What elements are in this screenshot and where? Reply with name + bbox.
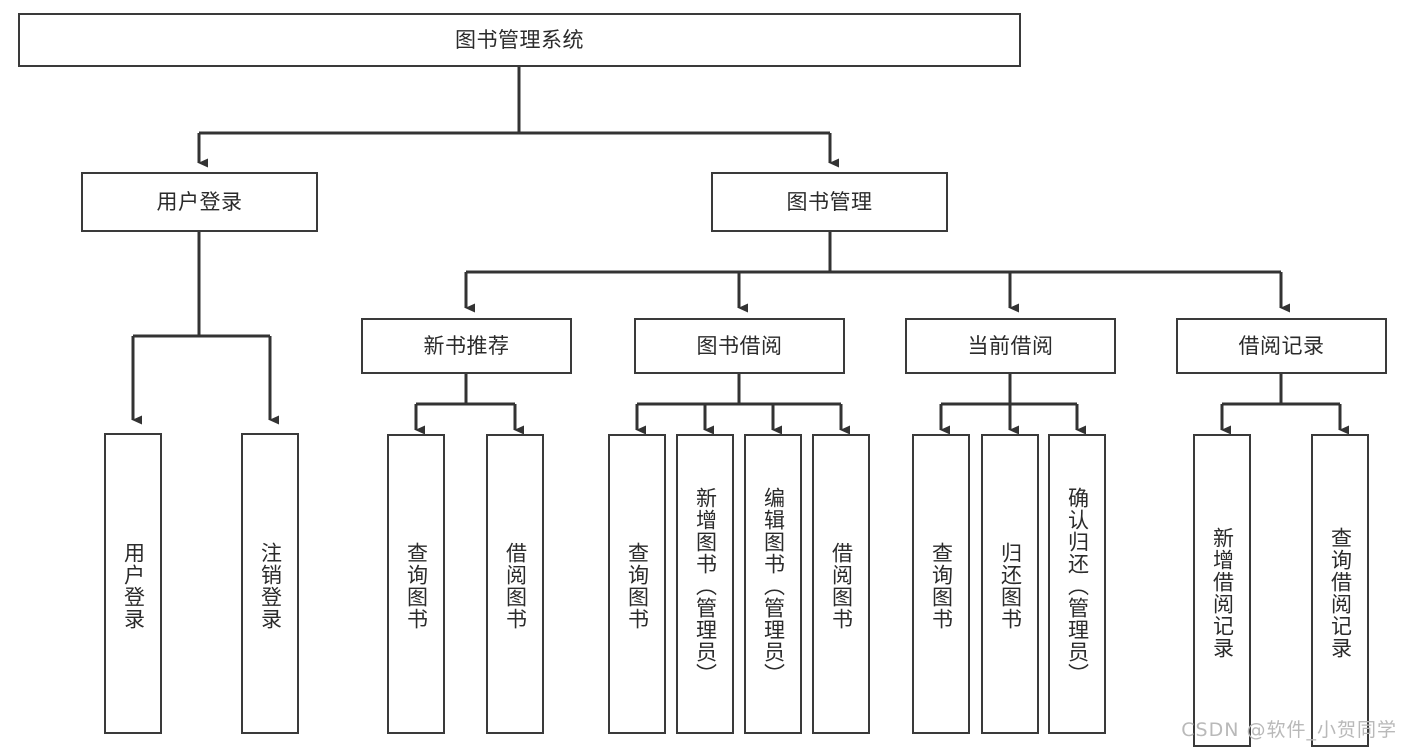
node-current-borrow-label: 当前借阅 <box>967 333 1054 358</box>
node-book-manage-label: 图书管理 <box>786 189 873 214</box>
node-leaf-edit-book[interactable]: 编辑图书（管理员） <box>744 434 802 734</box>
node-leaf-query-book-3-label: 查询图书 <box>929 542 954 630</box>
node-leaf-borrow-book-2[interactable]: 借阅图书 <box>812 434 870 734</box>
csdn-watermark: CSDN @软件_小贺同学 <box>1181 719 1397 741</box>
node-leaf-confirm-return-label: 确认归还（管理员） <box>1065 487 1090 685</box>
node-leaf-return-book[interactable]: 归还图书 <box>981 434 1039 734</box>
node-leaf-user-login[interactable]: 用户登录 <box>104 433 162 734</box>
node-new-book-recommend[interactable]: 新书推荐 <box>361 318 572 374</box>
node-leaf-borrow-book-2-label: 借阅图书 <box>829 542 854 630</box>
node-leaf-query-book-2-label: 查询图书 <box>625 542 650 630</box>
node-book-manage[interactable]: 图书管理 <box>711 172 948 232</box>
node-leaf-logout-login-label: 注销登录 <box>258 541 283 630</box>
node-root[interactable]: 图书管理系统 <box>18 13 1021 67</box>
node-borrow-record-label: 借阅记录 <box>1238 333 1325 358</box>
node-leaf-query-book-1-label: 查询图书 <box>404 542 429 630</box>
node-leaf-query-record-label: 查询借阅记录 <box>1328 526 1353 659</box>
node-leaf-add-record[interactable]: 新增借阅记录 <box>1193 434 1251 747</box>
node-leaf-add-book[interactable]: 新增图书（管理员） <box>676 434 734 734</box>
node-leaf-borrow-book-1[interactable]: 借阅图书 <box>486 434 544 734</box>
node-leaf-return-book-label: 归还图书 <box>998 542 1023 630</box>
node-user-login-label: 用户登录 <box>156 189 243 214</box>
node-leaf-add-book-label: 新增图书（管理员） <box>693 487 718 685</box>
node-book-borrow-label: 图书借阅 <box>696 333 783 358</box>
node-leaf-add-record-label: 新增借阅记录 <box>1210 526 1235 659</box>
node-leaf-query-record[interactable]: 查询借阅记录 <box>1311 434 1369 747</box>
node-leaf-logout-login[interactable]: 注销登录 <box>241 433 299 734</box>
node-root-label: 图书管理系统 <box>455 27 584 52</box>
node-leaf-confirm-return[interactable]: 确认归还（管理员） <box>1048 434 1106 734</box>
node-current-borrow[interactable]: 当前借阅 <box>905 318 1116 374</box>
node-leaf-user-login-label: 用户登录 <box>121 541 146 630</box>
node-leaf-query-book-3[interactable]: 查询图书 <box>912 434 970 734</box>
node-leaf-query-book-2[interactable]: 查询图书 <box>608 434 666 734</box>
node-leaf-edit-book-label: 编辑图书（管理员） <box>761 487 786 685</box>
node-new-book-recommend-label: 新书推荐 <box>423 333 510 358</box>
node-book-borrow[interactable]: 图书借阅 <box>634 318 845 374</box>
node-leaf-query-book-1[interactable]: 查询图书 <box>387 434 445 734</box>
node-borrow-record[interactable]: 借阅记录 <box>1176 318 1387 374</box>
node-user-login[interactable]: 用户登录 <box>81 172 318 232</box>
node-leaf-borrow-book-1-label: 借阅图书 <box>503 542 528 630</box>
